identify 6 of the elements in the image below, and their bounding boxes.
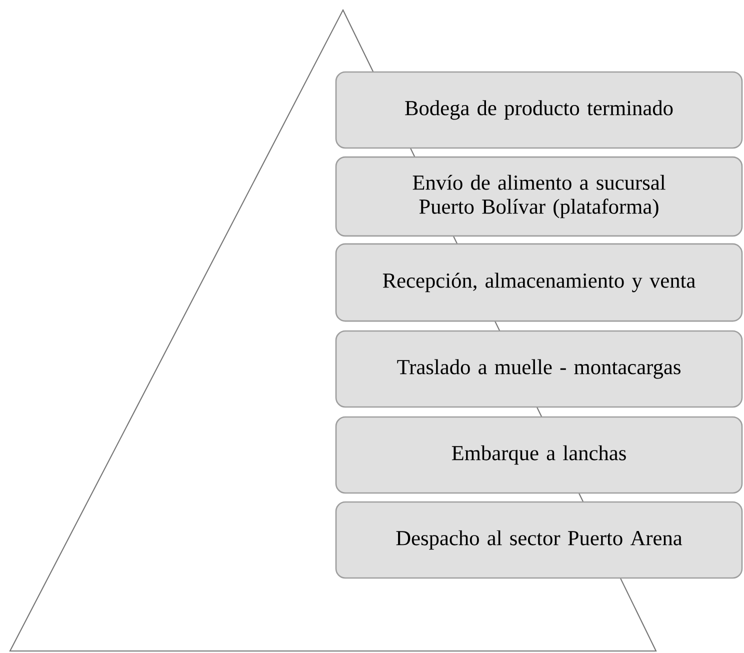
step-box: Bodega de producto terminado xyxy=(335,71,743,149)
step-box: Embarque a lanchas xyxy=(335,416,743,494)
step-box: Recepción, almacenamiento y venta xyxy=(335,243,743,322)
step-box: Envío de alimento a sucursal Puerto Bolívar (plataforma) xyxy=(335,156,743,237)
step-box: Traslado a muelle - montacargas xyxy=(335,330,743,408)
step-box: Despacho al sector Puerto Arena xyxy=(335,501,743,579)
